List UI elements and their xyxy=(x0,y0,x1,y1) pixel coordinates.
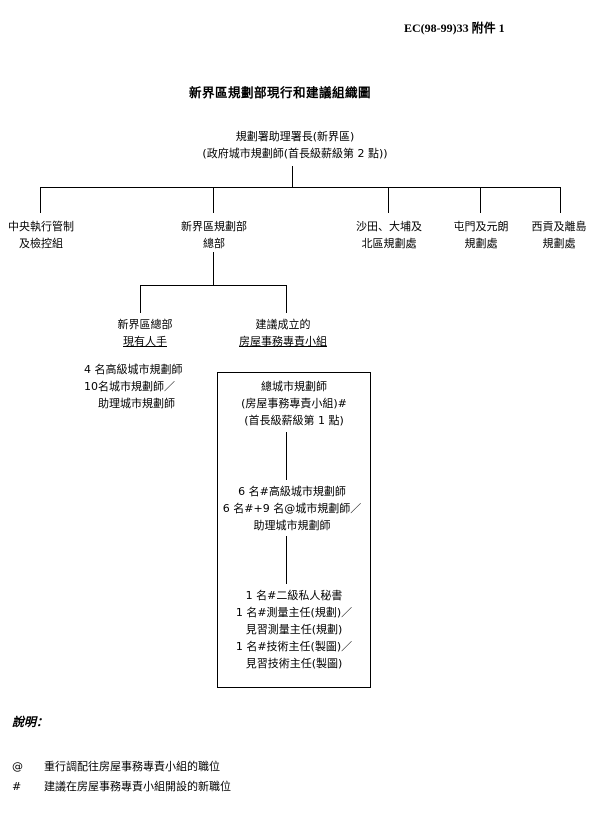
support-line: 1 名#技術主任(製圖)／ xyxy=(235,640,353,653)
connector-line xyxy=(140,285,287,286)
branch-line2: 總部 xyxy=(203,237,225,250)
note-symbol-at: @ xyxy=(12,760,23,773)
current-staff-list: 4 名高級城市規劃師 10名城市規劃師／ 助理城市規劃師 xyxy=(84,361,224,412)
connector-line xyxy=(40,187,561,188)
connector-line xyxy=(292,166,293,188)
head-line: 總城市規劃師 xyxy=(261,380,327,393)
branch-line2: 及檢控組 xyxy=(19,237,63,250)
branch-shatin-taipo-north: 沙田、大埔及 北區規劃處 xyxy=(340,218,438,252)
staff-item: 助理城市規劃師 xyxy=(98,397,175,410)
branch-line2: 北區規劃處 xyxy=(361,237,417,250)
connector-line xyxy=(560,187,561,213)
head-line: (房屋事務專責小組)# xyxy=(241,397,347,410)
connector-line xyxy=(286,285,287,313)
planner-line: 助理城市規劃師 xyxy=(253,519,331,532)
task-force-head: 總城市規劃師 (房屋事務專責小組)# (首長級薪級第 1 點) xyxy=(218,378,370,429)
connector-line xyxy=(388,187,389,213)
branch-line1: 中央執行管制 xyxy=(8,220,74,233)
connector-line xyxy=(213,252,214,286)
task-force-planners: 6 名#高級城市規劃師 6 名#+9 名@城市規劃師／ 助理城市規劃師 xyxy=(212,483,372,534)
task-force-support: 1 名#二級私人秘書 1 名#測量主任(規劃)／ 見習測量主任(規劃) 1 名#… xyxy=(218,587,370,672)
note-text-new-posts: 建議在房屋事務專責小組開設的新職位 xyxy=(44,780,231,793)
support-line: 見習技術主任(製圖) xyxy=(245,657,343,670)
task-force-box xyxy=(217,372,371,688)
connector-line xyxy=(286,536,287,584)
branch-line1: 沙田、大埔及 xyxy=(356,220,422,233)
support-line: 1 名#二級私人秘書 xyxy=(245,589,343,602)
support-line: 見習測量主任(規劃) xyxy=(245,623,343,636)
staff-item: 10名城市規劃師／ xyxy=(84,380,175,393)
connector-line xyxy=(286,432,287,480)
staff-item: 4 名高級城市規劃師 xyxy=(84,363,183,376)
branch-nt-hq: 新界區規劃部 總部 xyxy=(163,218,265,252)
node-assistant-director: 規劃署助理署長(新界區) (政府城市規劃師(首長級薪級第 2 點)) xyxy=(150,128,440,162)
planner-line: 6 名#+9 名@城市規劃師／ xyxy=(222,502,362,515)
branch-line1: 西貢及離島 xyxy=(531,220,587,233)
node-assistant-director-rank: (政府城市規劃師(首長級薪級第 2 點)) xyxy=(202,147,388,160)
node-proposed-task-force: 建議成立的 房屋事務專責小組 xyxy=(218,316,348,350)
node-line2: 現有人手 xyxy=(123,335,167,348)
connector-line xyxy=(213,187,214,213)
node-hq-existing-staff: 新界區總部 現有人手 xyxy=(95,316,195,350)
notes-title: 說明： xyxy=(12,715,49,729)
connector-line xyxy=(480,187,481,213)
branch-central-enforcement: 中央執行管制 及檢控組 xyxy=(0,218,82,252)
branch-line2: 規劃處 xyxy=(464,237,498,250)
node-line2: 房屋事務專責小組 xyxy=(239,335,327,348)
head-line: (首長級薪級第 1 點) xyxy=(244,414,344,427)
branch-saikung-islands: 西貢及離島 規劃處 xyxy=(524,218,594,252)
connector-line xyxy=(40,187,41,213)
node-line1: 新界區總部 xyxy=(117,318,173,331)
branch-line2: 規劃處 xyxy=(542,237,576,250)
planner-line: 6 名#高級城市規劃師 xyxy=(238,485,346,498)
chart-title: 新界區規劃部現行和建議組織圖 xyxy=(188,85,371,100)
branch-line1: 新界區規劃部 xyxy=(181,220,247,233)
node-line1: 建議成立的 xyxy=(255,318,311,331)
support-line: 1 名#測量主任(規劃)／ xyxy=(235,606,353,619)
branch-tuenmun-yuenlong: 屯門及元朗 規劃處 xyxy=(442,218,520,252)
note-text-redeployed: 重行調配往房屋事務專責小組的職位 xyxy=(44,760,220,773)
node-assistant-director-title: 規劃署助理署長(新界區) xyxy=(235,130,355,143)
note-symbol-hash: # xyxy=(12,780,22,793)
document-reference: EC(98-99)33 附件 1 xyxy=(404,21,505,35)
branch-line1: 屯門及元朗 xyxy=(453,220,509,233)
connector-line xyxy=(140,285,141,313)
